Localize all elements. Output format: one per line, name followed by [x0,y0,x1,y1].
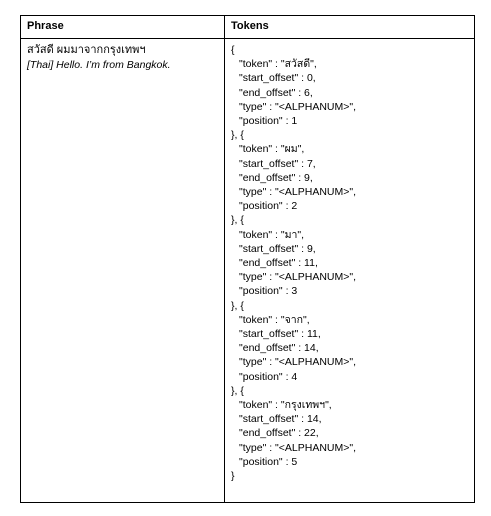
token-field-line: "start_offset" : 7, [239,157,316,170]
tokens-cell: {"token" : "สวัสดี","start_offset" : 0,"… [224,38,475,503]
token-field-line: "start_offset" : 14, [239,413,322,426]
token-field-line: "end_offset" : 14, [239,342,319,355]
token-field-line: "token" : "สวัสดี", [239,58,317,71]
token-field-line: "type" : "<ALPHANUM>", [239,271,357,284]
token-field-line: "end_offset" : 9, [239,171,313,184]
table-row: สวัสดี ผมมาจากกรุงเทพฯ [Thai] Hello. I’m… [20,38,475,503]
token-field-line: "start_offset" : 9, [239,242,316,255]
token-field-line: "position" : 2 [239,200,298,213]
token-field-line: "position" : 4 [239,370,298,383]
token-field-line: "token" : "มา", [239,228,305,241]
tokens-json-block: {"token" : "สวัสดี","start_offset" : 0,"… [231,43,468,483]
tokens-column-header: Tokens [224,15,475,39]
phrase-cell: สวัสดี ผมมาจากกรุงเทพฯ [Thai] Hello. I’m… [20,38,225,503]
token-field-line: "type" : "<ALPHANUM>", [239,186,357,199]
token-brace-line: }, { [231,214,244,227]
token-brace-line: }, { [231,129,244,142]
table-header-row: Phrase Tokens [20,15,475,39]
phrase-tokens-table: Phrase Tokens สวัสดี ผมมาจากกรุงเทพฯ [Th… [20,15,475,503]
phrase-column-header: Phrase [20,15,225,39]
token-brace-line: }, { [231,384,244,397]
token-field-line: "end_offset" : 6, [239,86,313,99]
token-field-line: "position" : 3 [239,285,298,298]
token-field-line: "start_offset" : 11, [239,328,321,341]
token-field-line: "token" : "จาก", [239,313,310,326]
token-field-line: "token" : "ผม", [239,143,305,156]
token-field-line: "end_offset" : 22, [239,427,319,440]
phrase-translation: [Thai] Hello. I’m from Bangkok. [27,59,171,71]
token-field-line: "start_offset" : 0, [239,72,316,85]
token-brace-line: } [231,470,235,483]
token-field-line: "type" : "<ALPHANUM>", [239,100,357,113]
token-field-line: "position" : 5 [239,455,298,468]
token-brace-line: }, { [231,299,244,312]
token-field-line: "type" : "<ALPHANUM>", [239,356,357,369]
token-field-line: "type" : "<ALPHANUM>", [239,441,357,454]
token-field-line: "token" : "กรุงเทพฯ", [239,399,332,412]
token-field-line: "position" : 1 [239,115,298,128]
token-field-line: "end_offset" : 11, [239,257,318,270]
token-brace-line: { [231,44,235,56]
thai-phrase: สวัสดี ผมมาจากกรุงเทพฯ [27,44,146,56]
